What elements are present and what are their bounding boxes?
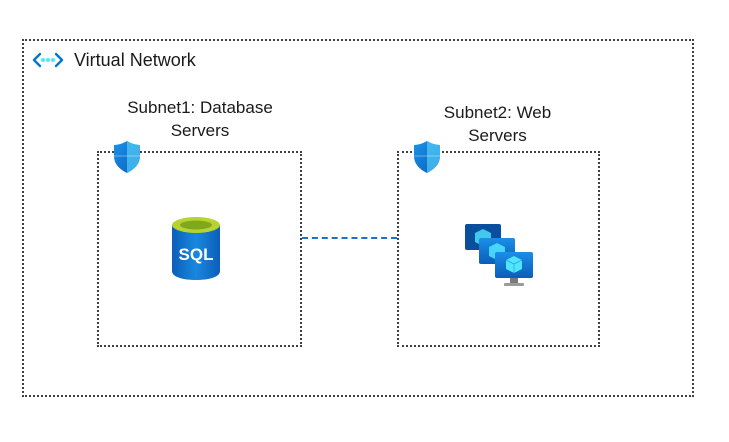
shield-icon [114, 141, 140, 173]
subnet2-title: Subnet2: Web Servers [400, 101, 595, 147]
subnet2-web-servers [397, 151, 600, 347]
sql-label: SQL [179, 245, 214, 264]
subnet1-title: Subnet1: Database Servers [100, 96, 300, 142]
shield-icon [414, 141, 440, 173]
subnet2-title-line1: Subnet2: Web [443, 103, 552, 122]
virtual-network-header: Virtual Network [32, 47, 196, 73]
virtual-network-title: Virtual Network [74, 49, 196, 70]
subnet-connection-line [302, 237, 397, 239]
virtual-machines-icon [465, 224, 533, 286]
subnet2-title-line2: Servers [468, 126, 527, 145]
subnet1-title-line2: Servers [170, 121, 230, 140]
vnet-icon [32, 52, 64, 68]
subnet1-title-line1: Subnet1: Database [127, 98, 273, 117]
subnet1-database-servers [97, 151, 302, 347]
sql-database-icon: SQL [172, 217, 220, 280]
virtual-network-boundary [22, 39, 694, 397]
